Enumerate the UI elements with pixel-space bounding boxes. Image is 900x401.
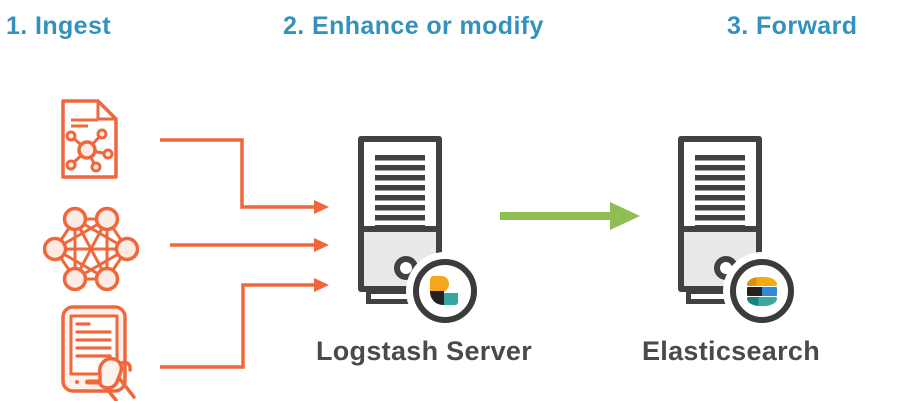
server-vents [695,155,745,234]
elasticsearch-logo-bottom-bar [747,297,777,306]
step-heading-ingest: 1. Ingest [6,12,112,40]
elasticsearch-logo-icon [746,275,778,307]
forward-arrow [500,202,640,230]
elasticsearch-logo-middle-bar [747,287,777,296]
logstash-logo-yellow [430,276,449,293]
logstash-logo-black [430,291,444,305]
server-vents [375,155,425,234]
document-graph-icon [61,99,118,179]
elasticsearch-logo-top-bar [747,277,777,286]
server-drive-circle [394,256,418,280]
server-tower [358,136,442,292]
logstash-logo-badge [413,259,477,323]
elasticsearch-label: Elasticsearch [641,336,821,366]
logstash-server-label: Logstash Server [315,336,533,366]
elasticsearch-logo-badge [730,259,794,323]
tablet-hand-icon [61,305,136,401]
ingest-arrows [160,138,329,369]
elasticsearch-server: Elasticsearch [642,136,820,366]
server-drive-circle [714,256,738,280]
step-heading-enhance: 2. Enhance or modify [283,12,544,40]
logstash-logo-icon [429,275,461,307]
logstash-server: Logstash Server [316,136,532,366]
network-mesh-icon [43,206,139,292]
step-heading-forward: 3. Forward [727,12,858,40]
logstash-logo-teal [444,293,458,305]
